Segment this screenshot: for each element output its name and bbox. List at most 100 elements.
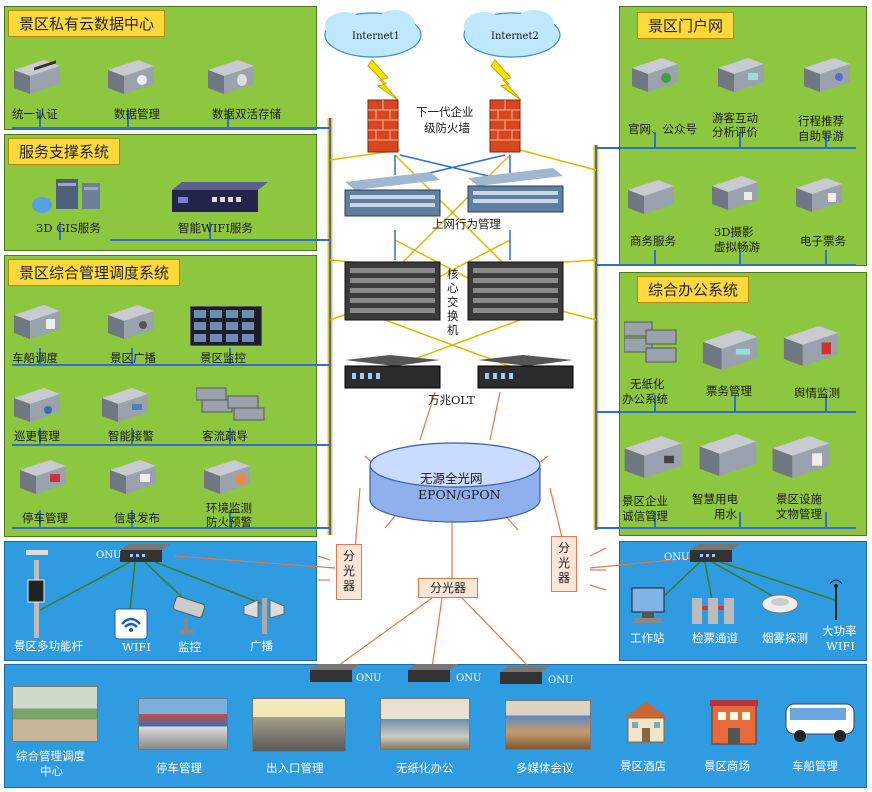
portal-title: 景区门户网 — [637, 12, 735, 39]
server-icon — [712, 176, 758, 210]
label-ticket-gate: 检票通道 — [692, 631, 738, 645]
label-workstation: 工作站 — [630, 631, 665, 645]
olt-label: 万兆OLT — [428, 393, 475, 407]
label-tourist-interaction: 游客互动 — [712, 111, 758, 125]
label-monitoring: 景区监控 — [200, 351, 246, 365]
multimedia-meeting-photo — [505, 700, 591, 750]
label-unified-auth: 统一认证 — [12, 107, 58, 121]
label-website: 官网、公众号 — [628, 122, 697, 136]
label-high-power: 大功率 — [822, 624, 857, 638]
label-credit-management: 诚信管理 — [622, 509, 668, 523]
pon-network-icon — [369, 442, 541, 523]
behavior-management-label: 上网行为管理 — [432, 217, 501, 231]
label-smart-wifi: 智能WIFI服务 — [178, 221, 253, 235]
wifi-icon — [114, 608, 148, 640]
label-control-center-2: 中心 — [40, 764, 63, 778]
olt-icon — [344, 355, 574, 389]
label-mall: 景区商场 — [704, 759, 750, 773]
label-camera: 监控 — [178, 640, 201, 654]
label-speaker: 广播 — [250, 639, 273, 653]
core-switch-label-1: 核 — [447, 267, 459, 281]
label-paperless-office: 无纸化办公 — [396, 761, 454, 775]
server-icon — [14, 305, 60, 339]
server-icon — [783, 326, 839, 366]
server-icon — [14, 60, 60, 94]
server-icon — [110, 460, 156, 494]
onu-icon — [310, 664, 360, 682]
smart-pole-icon — [26, 550, 48, 638]
onu-label-left: ONU — [96, 550, 122, 561]
label-virtual-tour: 虚拟畅游 — [714, 240, 760, 254]
server-icon — [632, 58, 678, 92]
server-icon — [102, 388, 148, 422]
control-center-photo — [12, 686, 98, 742]
label-ticket-management: 票务管理 — [706, 384, 752, 398]
core-switch-label-4: 换 — [447, 309, 459, 323]
parking-photo — [138, 698, 228, 750]
monitoring-rack-icon — [190, 306, 262, 346]
gis-server-icon — [32, 179, 100, 213]
speaker-icon — [243, 598, 285, 634]
label-3d-photo: 3D摄影 — [714, 225, 754, 239]
private-cloud-title: 景区私有云数据中心 — [8, 10, 166, 37]
splitter-right: 分光器 — [551, 536, 577, 592]
internet1-label: Internet1 — [352, 31, 400, 42]
onu-label-bottom-2: ONU — [456, 673, 482, 684]
core-switch-label-2: 心 — [447, 281, 459, 295]
label-wifi-right: WIFI — [826, 639, 855, 653]
server-icon — [804, 58, 850, 92]
core-switch-label-3: 交 — [447, 295, 459, 309]
service-support-title: 服务支撑系统 — [8, 138, 121, 165]
label-data-management: 数据管理 — [114, 107, 160, 121]
label-info-release: 信息发布 — [114, 511, 160, 525]
onu-label-bottom-3: ONU — [548, 675, 574, 686]
label-parking: 停车管理 — [22, 511, 68, 525]
label-control-center: 综合管理调度 — [16, 749, 85, 763]
service-support-panel — [4, 134, 317, 251]
antenna-icon — [829, 579, 843, 620]
label-3d-gis: 3D GIS服务 — [36, 221, 101, 235]
label-smart-alarm: 智能接警 — [108, 429, 154, 443]
core-switch-label-5: 机 — [447, 323, 459, 337]
core-switch-icon — [344, 261, 564, 321]
firewall-icon — [367, 99, 521, 153]
server-icon — [772, 436, 830, 478]
ticket-gate-icon — [692, 598, 734, 624]
server-cluster-icon — [196, 387, 265, 421]
server-icon — [20, 460, 66, 494]
label-vehicle-dispatch: 车船调度 — [12, 351, 58, 365]
entrance-photo — [252, 698, 346, 752]
smoke-detector-icon — [761, 594, 799, 614]
server-icon — [624, 436, 682, 478]
label-self-guide: 自助导游 — [798, 129, 844, 143]
server-icon — [208, 60, 254, 94]
label-opinion-monitor: 舆情监测 — [794, 386, 840, 400]
onu-icon — [690, 544, 740, 562]
server-icon — [204, 460, 250, 494]
label-smart-electricity: 智慧用电 — [692, 492, 738, 506]
label-multimedia: 多媒体会议 — [516, 761, 574, 775]
onu-icon — [408, 664, 458, 682]
label-env-monitor: 环境监测 — [206, 501, 252, 515]
label-parking-bottom: 停车管理 — [156, 761, 202, 775]
splitter-bottom: 分光器 — [418, 578, 478, 598]
workstation-icon — [631, 587, 665, 623]
pon-label-2: EPON/GPON — [418, 487, 501, 502]
internet1-cloud — [324, 10, 422, 58]
server-icon — [14, 388, 60, 422]
office-title: 综合办公系统 — [637, 276, 750, 303]
label-fire-warning: 防火预警 — [206, 515, 252, 529]
behavior-management-icon — [344, 168, 564, 217]
label-water: 用水 — [714, 507, 737, 521]
server-icon — [702, 330, 758, 370]
label-e-ticket: 电子票务 — [800, 234, 846, 248]
firewall-label-1: 下一代企业 — [416, 105, 474, 119]
label-business: 商务服务 — [630, 234, 676, 248]
server-icon — [718, 58, 764, 92]
server-icon — [108, 60, 154, 94]
label-smart-pole: 景区多功能杆 — [14, 639, 83, 653]
server-icon — [796, 178, 842, 212]
label-office-system: 办公系统 — [622, 392, 668, 406]
firewall-label-2: 级防火墙 — [424, 121, 470, 135]
label-paperless: 无纸化 — [630, 377, 665, 391]
